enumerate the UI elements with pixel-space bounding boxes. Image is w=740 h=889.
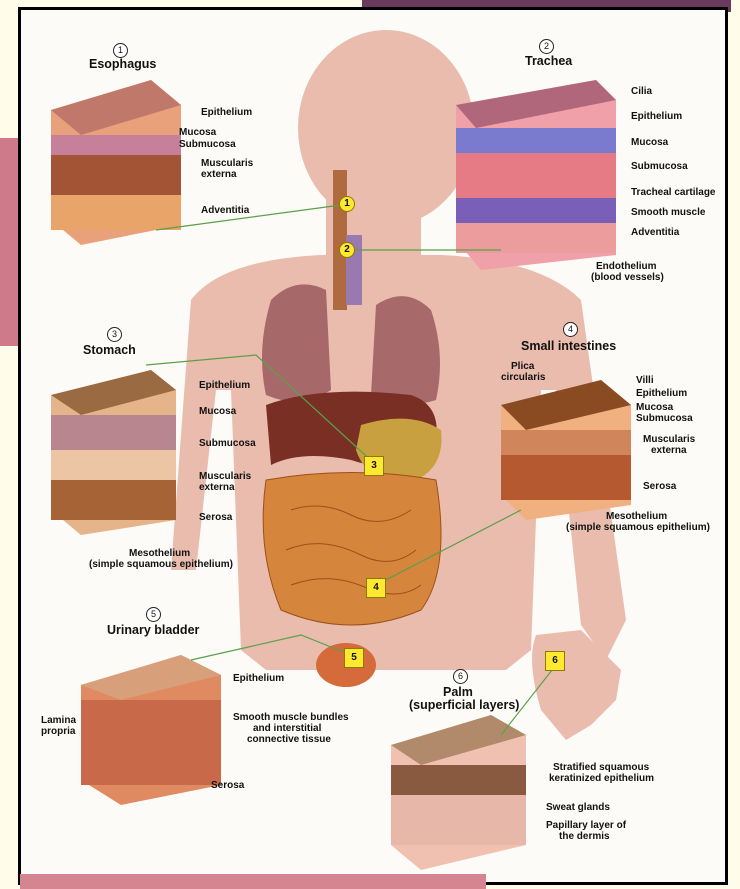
label-esophagus-muscularis: Muscularis — [201, 158, 253, 169]
label-trachea-cilia: Cilia — [631, 86, 652, 97]
marker-5: 5 — [344, 648, 364, 668]
label-esophagus-mucosa: Mucosa — [179, 127, 216, 138]
label-trachea-blood-vessels: (blood vessels) — [591, 272, 664, 283]
small-intestine-tissue — [501, 380, 631, 520]
decorative-pink-bar — [20, 874, 486, 889]
marker-3: 3 — [364, 456, 384, 476]
label-stomach-externa: externa — [199, 482, 235, 493]
label-bladder-interstitial: and interstitial — [253, 723, 321, 734]
label-bladder-lamina: Lamina — [41, 715, 76, 726]
marker-6: 6 — [545, 651, 565, 671]
title-urinary-bladder: Urinary bladder — [107, 623, 199, 637]
label-stomach-submucosa: Submucosa — [199, 438, 256, 449]
label-bladder-smooth-muscle: Smooth muscle bundles — [233, 712, 349, 723]
label-stomach-mucosa: Mucosa — [199, 406, 236, 417]
label-bladder-propria: propria — [41, 726, 75, 737]
label-bladder-epithelium: Epithelium — [233, 673, 284, 684]
label-stomach-simple-squamous: (simple squamous epithelium) — [89, 559, 233, 570]
section-number-esophagus: 1 — [113, 43, 128, 58]
label-si-circularis: circularis — [501, 372, 545, 383]
label-esophagus-adventitia: Adventitia — [201, 205, 249, 216]
label-si-villi: Villi — [636, 375, 654, 386]
label-esophagus-submucosa: Submucosa — [179, 139, 236, 150]
title-palm-subtitle: (superficial layers) — [409, 698, 519, 712]
title-esophagus: Esophagus — [89, 57, 156, 71]
bladder-tissue — [81, 655, 221, 805]
section-number-trachea: 2 — [539, 39, 554, 54]
diagram-frame: 1 Esophagus 2 Trachea 3 Stomach 4 Small … — [18, 7, 728, 885]
title-palm: Palm — [443, 685, 473, 699]
label-palm-sweat-glands: Sweat glands — [546, 802, 610, 813]
title-stomach: Stomach — [83, 343, 136, 357]
label-esophagus-epithelium: Epithelium — [201, 107, 252, 118]
label-si-muscularis: Muscularis — [643, 434, 695, 445]
label-bladder-connective-tissue: connective tissue — [247, 734, 331, 745]
label-trachea-epithelium: Epithelium — [631, 111, 682, 122]
label-trachea-endothelium: Endothelium — [596, 261, 657, 272]
anatomy-illustration — [21, 10, 728, 885]
marker-1: 1 — [339, 196, 355, 212]
label-si-serosa: Serosa — [643, 481, 676, 492]
section-number-small-intestines: 4 — [563, 322, 578, 337]
label-palm-papillary: Papillary layer of — [546, 820, 626, 831]
trachea-tissue — [456, 80, 616, 270]
label-si-simple-squamous: (simple squamous epithelium) — [566, 522, 710, 533]
title-small-intestines: Small intestines — [521, 339, 616, 353]
title-trachea: Trachea — [525, 54, 572, 68]
label-stomach-epithelium: Epithelium — [199, 380, 250, 391]
label-trachea-adventitia: Adventitia — [631, 227, 679, 238]
label-stomach-serosa: Serosa — [199, 512, 232, 523]
label-si-epithelium: Epithelium — [636, 388, 687, 399]
label-trachea-smooth-muscle: Smooth muscle — [631, 207, 705, 218]
label-stomach-mesothelium: Mesothelium — [129, 548, 190, 559]
label-si-mucosa: Mucosa — [636, 402, 673, 413]
label-si-plica: Plica — [511, 361, 534, 372]
label-trachea-cartilage: Tracheal cartilage — [631, 187, 716, 198]
label-si-externa: externa — [651, 445, 687, 456]
esophagus-tissue — [51, 80, 181, 245]
label-esophagus-externa: externa — [201, 169, 237, 180]
label-si-submucosa: Submucosa — [636, 413, 693, 424]
marker-2: 2 — [339, 242, 355, 258]
stomach-tissue — [51, 370, 176, 535]
section-number-stomach: 3 — [107, 327, 122, 342]
label-trachea-submucosa: Submucosa — [631, 161, 688, 172]
label-palm-dermis: the dermis — [559, 831, 610, 842]
marker-4: 4 — [366, 578, 386, 598]
label-palm-keratinized: keratinized epithelium — [549, 773, 654, 784]
esophagus-tube — [333, 170, 347, 310]
label-palm-stratified-squamous: Stratified squamous — [553, 762, 649, 773]
intestines — [263, 473, 441, 626]
section-number-urinary-bladder: 5 — [146, 607, 161, 622]
section-number-palm: 6 — [453, 669, 468, 684]
right-margin-strip — [731, 0, 740, 889]
label-stomach-muscularis: Muscularis — [199, 471, 251, 482]
label-bladder-serosa: Serosa — [211, 780, 244, 791]
palm-tissue — [391, 715, 526, 870]
label-si-mesothelium: Mesothelium — [606, 511, 667, 522]
label-trachea-mucosa: Mucosa — [631, 137, 668, 148]
